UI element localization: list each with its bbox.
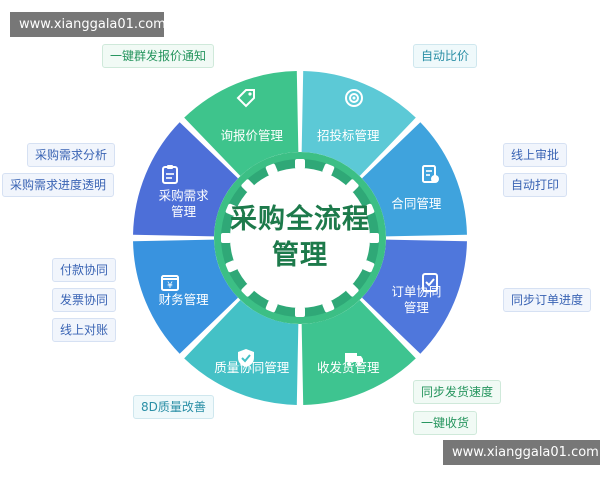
contract-icon (419, 163, 441, 185)
gear-tooth (295, 307, 305, 317)
segment-2 (361, 122, 467, 237)
gear-tooth (225, 203, 238, 216)
tag-demand-analysis: 采购需求分析 (27, 143, 116, 167)
tag-auto-print: 自动打印 (503, 173, 568, 197)
tag-demand-progress: 采购需求进度透明 (2, 173, 115, 197)
gear-tooth (265, 163, 278, 176)
segment-4 (301, 299, 416, 405)
gear-tooth (225, 260, 238, 273)
gear-tooth (221, 233, 231, 243)
gear-tooth (322, 300, 335, 313)
tag-auto-compare: 自动比价 (413, 44, 478, 68)
clipboard-icon (159, 163, 181, 185)
segment-7 (133, 122, 239, 237)
tag-pay-coop: 付款协同 (52, 258, 117, 282)
tag-sync-order: 同步订单进度 (503, 288, 592, 312)
order-icon (419, 271, 441, 293)
gear-tooth (322, 163, 335, 176)
center-title: 采购全流程 管理 (230, 202, 370, 274)
gear-tooth (362, 203, 375, 216)
target-icon (343, 87, 365, 109)
segment-label-7: 采购需求管理 (158, 187, 209, 219)
segment-label-6: 财务管理 (158, 292, 209, 308)
segment-label-4: 收发货管理 (316, 360, 380, 376)
svg-text:¥: ¥ (167, 281, 173, 291)
segment-6 (133, 239, 239, 354)
truck-icon (343, 347, 365, 369)
yen-wallet-icon: ¥ (159, 271, 181, 293)
center-title-line1: 采购全流程 (230, 204, 370, 235)
segment-1 (301, 71, 416, 177)
segment-label-3: 订单协同管理 (391, 284, 442, 316)
segment-label-2: 合同管理 (391, 195, 442, 211)
tag-one-click-receive: 一键收货 (413, 411, 478, 435)
gear-tooth (362, 260, 375, 273)
shield-check-icon (235, 347, 257, 369)
watermark-top: www.xianggala01.com (10, 12, 166, 37)
gear-tooth (265, 300, 278, 313)
center-disc (230, 168, 370, 308)
gear-tooth (369, 233, 379, 243)
gear-teeth (221, 159, 379, 317)
segment-label-1: 招投标管理 (316, 127, 380, 143)
segment-label-8: 询报价管理 (220, 127, 284, 143)
tag-notify: 一键群发报价通知 (102, 44, 215, 68)
gear-tooth (295, 159, 305, 169)
tag-online-reconcile: 线上对账 (52, 318, 117, 342)
tag-invoice-coop: 发票协同 (52, 288, 117, 312)
tag-quality-8d: 8D质量改善 (133, 395, 214, 419)
price-tag-icon (235, 87, 257, 109)
segment-8 (184, 71, 299, 177)
tag-sync-ship: 同步发货速度 (413, 380, 502, 404)
center-title-line2: 管理 (272, 240, 328, 271)
tag-online-approval: 线上审批 (503, 143, 568, 167)
segment-3 (361, 239, 467, 354)
segment-label-5: 质量协同管理 (214, 360, 290, 376)
watermark-bottom: www.xianggala01.com (443, 440, 600, 465)
